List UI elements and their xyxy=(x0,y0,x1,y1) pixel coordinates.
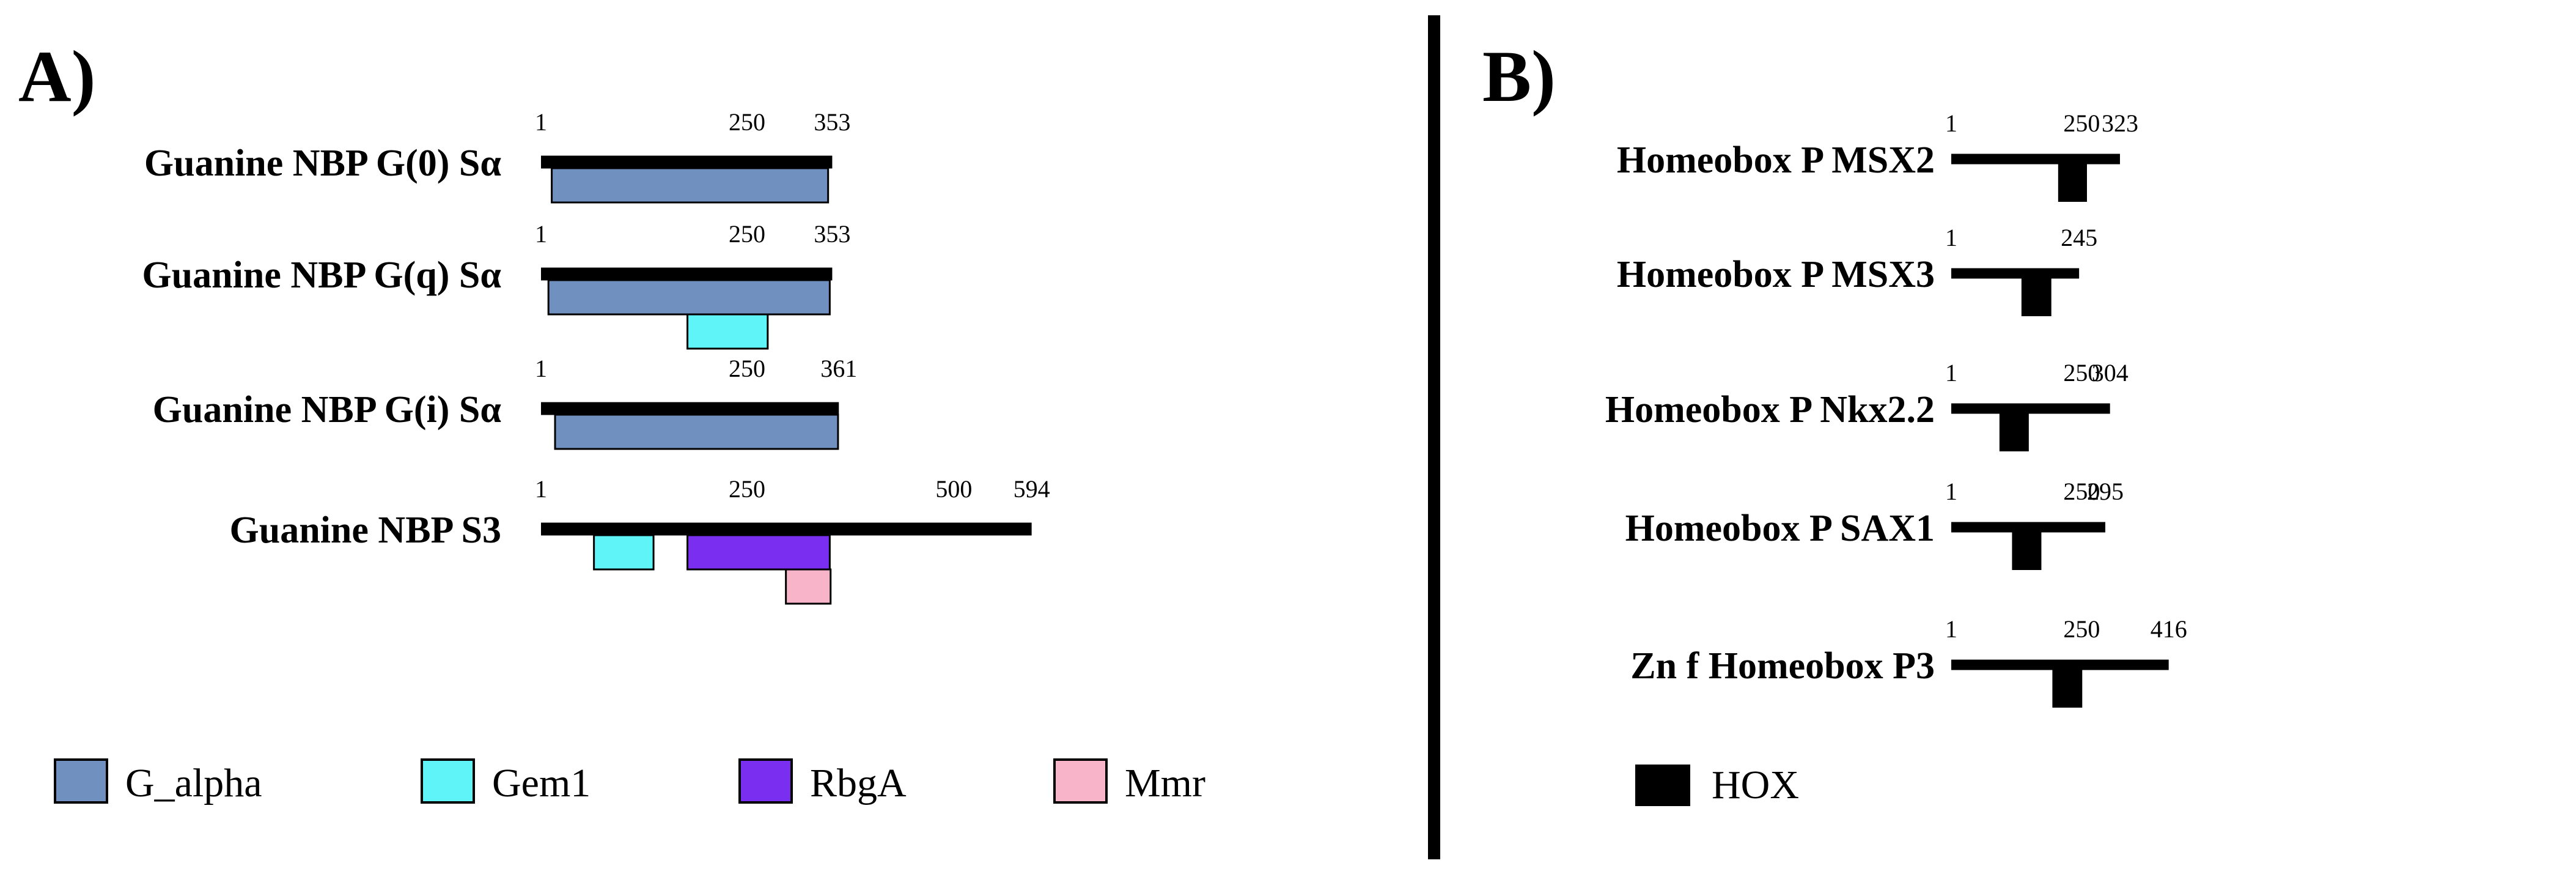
domain-hox xyxy=(2058,159,2087,202)
legend-label: G_alpha xyxy=(125,761,262,805)
position-tick-label: 323 xyxy=(2102,109,2138,137)
legend-swatch xyxy=(54,758,108,804)
position-tick-label: 250 xyxy=(729,220,765,248)
position-tick-label: 1 xyxy=(1945,109,1957,137)
protein-name: Zn f Homeobox P3 xyxy=(1630,645,1935,687)
position-tick-label: 250 xyxy=(2063,359,2100,387)
domain-hox xyxy=(1999,409,2029,451)
protein-name: Homeobox P MSX3 xyxy=(1617,254,1935,295)
protein-track: Guanine NBP G(q) Sα 1 250 353 xyxy=(142,220,850,350)
position-tick-label: 1 xyxy=(535,220,547,248)
position-tick-label: 353 xyxy=(814,220,850,248)
protein-backbone xyxy=(541,402,839,415)
legend-label: HOX xyxy=(1712,763,1799,807)
legend-label: Gem1 xyxy=(492,761,591,805)
protein-backbone xyxy=(1951,268,2080,279)
legend-swatch xyxy=(738,758,793,804)
position-tick-label: 250 xyxy=(729,108,765,136)
protein-backbone xyxy=(541,522,1032,536)
position-tick-label: 250 xyxy=(729,475,765,503)
position-tick-label: 1 xyxy=(1945,224,1957,251)
position-tick-label: 295 xyxy=(2087,478,2124,505)
protein-backbone xyxy=(1951,403,2110,414)
position-tick-label: 594 xyxy=(1014,475,1050,503)
domain-rbga xyxy=(686,534,831,571)
domain-g-alpha xyxy=(554,413,839,450)
protein-track: Homeobox P MSX3 1 245 xyxy=(1617,224,2097,316)
domain-hox xyxy=(2052,665,2083,708)
panel-a-legend: G_alpha Gem1 RbgA Mmr xyxy=(54,758,1205,805)
position-tick-label: 1 xyxy=(1945,359,1957,387)
panel-divider xyxy=(1428,15,1440,859)
legend-item-gem1: Gem1 xyxy=(421,758,591,805)
protein-track: Guanine NBP S3 1 250 500 594 xyxy=(230,475,1050,605)
domain-g-alpha xyxy=(547,279,831,316)
position-tick-label: 1 xyxy=(1945,615,1957,643)
legend-item-g-alpha: G_alpha xyxy=(54,758,262,805)
domain-gem1 xyxy=(593,534,655,571)
legend-label: RbgA xyxy=(810,761,907,805)
protein-backbone xyxy=(1951,154,2120,165)
legend-label: Mmr xyxy=(1125,761,1205,805)
domain-gem1 xyxy=(686,313,769,350)
position-tick-label: 1 xyxy=(535,355,547,382)
position-tick-label: 361 xyxy=(820,355,857,382)
panel-b-label: B) xyxy=(1482,35,1556,117)
position-tick-label: 245 xyxy=(2061,224,2097,251)
legend-swatch xyxy=(1635,765,1690,806)
protein-name: Guanine NBP G(i) Sα xyxy=(153,389,501,431)
position-tick-label: 1 xyxy=(1945,478,1957,505)
protein-name: Homeobox P Nkx2.2 xyxy=(1605,389,1935,431)
protein-name: Homeobox P SAX1 xyxy=(1625,508,1935,549)
domain-hox xyxy=(2021,273,2052,316)
legend-swatch xyxy=(421,758,475,804)
domain-g-alpha xyxy=(551,167,830,204)
position-tick-label: 250 xyxy=(2063,615,2100,643)
legend-swatch xyxy=(1053,758,1108,804)
position-tick-label: 500 xyxy=(935,475,972,503)
position-tick-label: 304 xyxy=(2092,359,2129,387)
panel-b-legend: HOX xyxy=(1635,763,1799,807)
protein-name: Guanine NBP G(q) Sα xyxy=(142,254,501,296)
protein-name: Homeobox P MSX2 xyxy=(1617,139,1935,181)
legend-item-hox: HOX xyxy=(1635,763,1799,807)
position-tick-label: 250 xyxy=(2063,478,2100,505)
position-tick-label: 1 xyxy=(535,475,547,503)
position-tick-label: 1 xyxy=(535,108,547,136)
position-tick-label: 250 xyxy=(729,355,765,382)
protein-backbone xyxy=(541,267,833,281)
position-tick-label: 250 xyxy=(2063,109,2100,137)
domain-mmr xyxy=(785,568,832,605)
protein-track: Guanine NBP G(i) Sα 1 250 361 xyxy=(153,355,857,450)
position-tick-label: 416 xyxy=(2151,615,2187,643)
protein-name: Guanine NBP S3 xyxy=(230,509,501,551)
protein-backbone xyxy=(541,155,833,169)
legend-item-rbga: RbgA xyxy=(738,758,907,805)
domain-hox xyxy=(2012,527,2042,570)
protein-track: Guanine NBP G(0) Sα 1 250 353 xyxy=(144,108,850,204)
legend-item-mmr: Mmr xyxy=(1053,758,1205,805)
protein-name: Guanine NBP G(0) Sα xyxy=(144,143,501,184)
position-tick-label: 353 xyxy=(814,108,850,136)
panel-a-label: A) xyxy=(18,35,96,117)
protein-track: Zn f Homeobox P3 1 250 416 xyxy=(1630,615,2187,708)
